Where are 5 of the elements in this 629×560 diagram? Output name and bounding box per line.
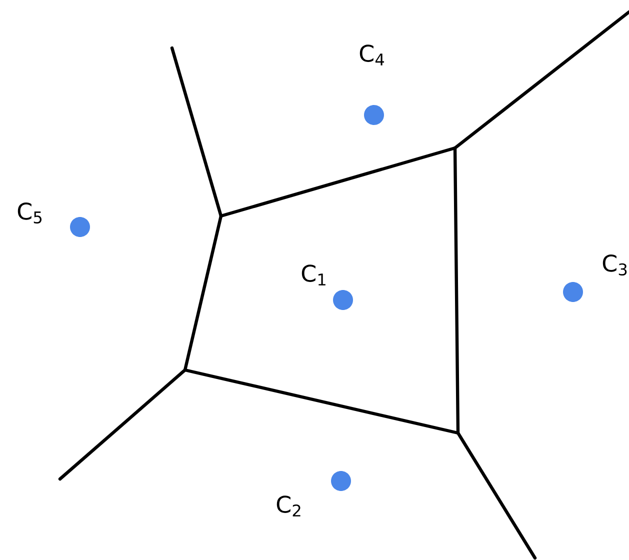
site-label: C$_{3}$ [602,254,627,276]
site-label: C$_{4}$ [360,44,384,66]
site-label: C$_{2}$ [276,496,300,516]
site-label: C$_{1}$ [302,264,326,286]
site-label: C$_{5}$ [18,202,42,224]
